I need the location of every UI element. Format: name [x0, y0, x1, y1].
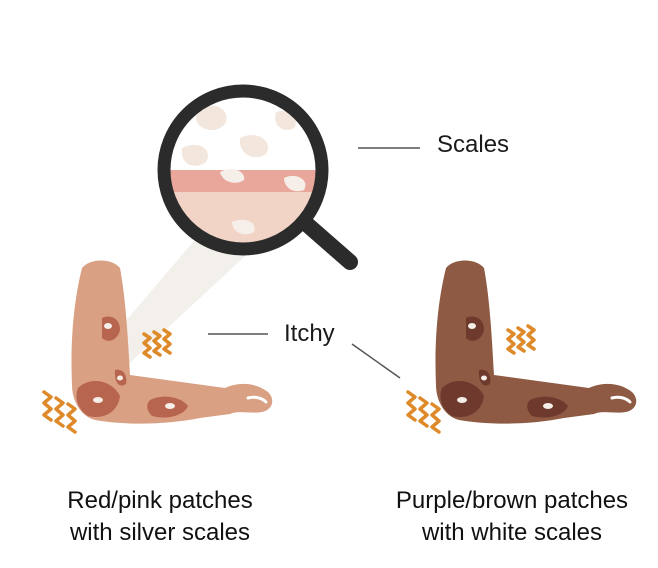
right-scale-4	[481, 375, 487, 381]
lens-skin-layer	[170, 170, 316, 192]
magnifier-handle	[294, 212, 358, 270]
itch-mark-right-1	[506, 328, 516, 355]
itch-mark-left-5	[54, 396, 65, 428]
right-arm-illustration	[435, 260, 637, 424]
itch-mark-left-6	[66, 402, 77, 434]
right-scale-2	[457, 397, 467, 403]
itch-mark-right-3	[526, 324, 536, 351]
right-caption: Purple/brown patches with white scales	[362, 485, 658, 549]
scales-label: Scales	[437, 131, 510, 158]
right-caption-line-2: with white scales	[421, 519, 603, 546]
itch-mark-right-6	[430, 402, 441, 434]
magnifying-glass-icon	[157, 84, 358, 270]
left-upper-patch	[102, 316, 120, 341]
itch-mark-left-2	[152, 330, 162, 357]
left-caption: Red/pink patches with silver scales	[10, 485, 310, 549]
right-scale-1	[468, 323, 476, 329]
magnifier-rim	[157, 84, 329, 256]
itch-marks	[42, 324, 536, 434]
lens-scale-1	[196, 105, 227, 131]
left-thumb-line	[246, 395, 268, 404]
left-caption-line-1: Red/pink patches	[67, 487, 253, 514]
itchy-label: Itchy	[284, 320, 335, 347]
left-scale-1	[104, 323, 112, 329]
itch-mark-left-3	[162, 328, 172, 355]
lens-scale-5	[220, 169, 245, 183]
lens-scale-3	[239, 135, 268, 158]
itch-mark-right-2	[516, 326, 526, 353]
itch-mark-left-4	[42, 390, 53, 422]
itch-mark-right-4	[406, 390, 417, 422]
lens-scale-6	[284, 175, 306, 192]
left-scale-4	[117, 375, 123, 381]
left-scale-2	[93, 397, 103, 403]
lens-scale-4	[275, 111, 296, 131]
lens-scale-7	[232, 219, 255, 235]
right-upper-patch	[466, 316, 484, 341]
itch-mark-left-1	[142, 332, 152, 359]
magnifier-beam	[118, 228, 270, 372]
itchy-leader-line-right	[351, 343, 401, 379]
right-thumb-line	[610, 395, 632, 404]
right-scale-3	[543, 403, 553, 409]
left-caption-line-2: with silver scales	[69, 519, 251, 546]
right-caption-line-1: Purple/brown patches	[395, 487, 629, 514]
lens-scale-2	[181, 144, 208, 166]
itch-mark-right-5	[418, 396, 429, 428]
left-arm-illustration	[71, 260, 273, 424]
left-scale-3	[165, 403, 175, 409]
